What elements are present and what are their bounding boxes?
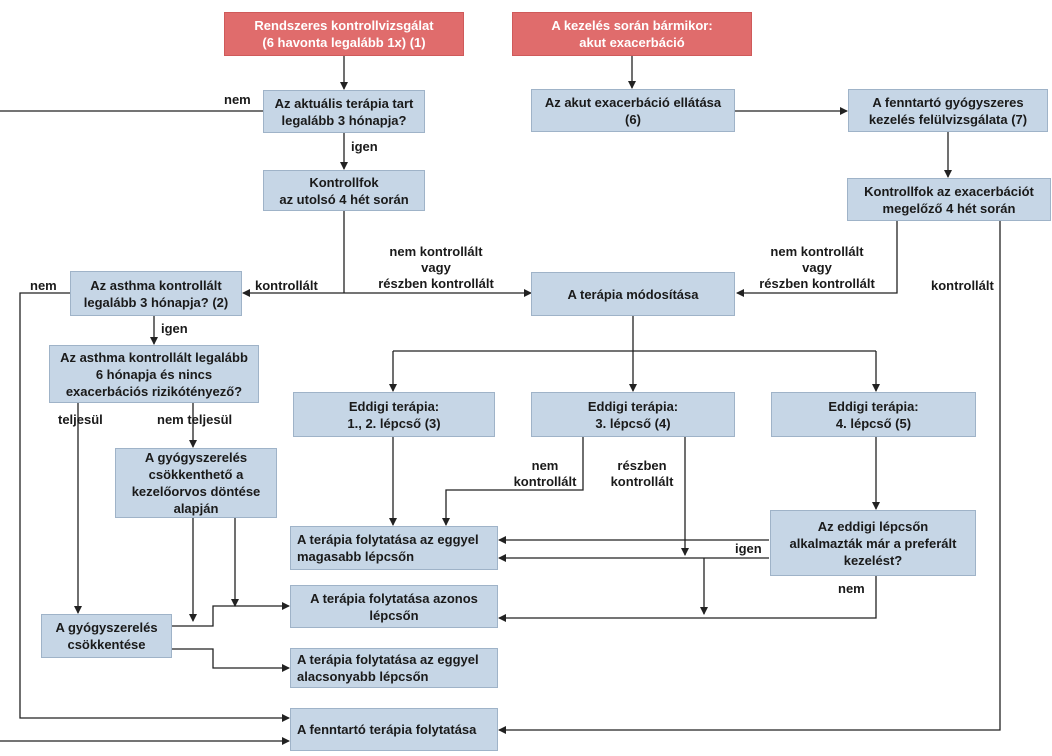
step-down-box: A terápia folytatása az eggyel alacsonya… (290, 648, 498, 688)
label-nem-teljesul: nem teljesül (157, 412, 233, 427)
arrow-reduce-to-same (172, 602, 290, 627)
label-nem-kontrollalt-3: nem kontrollált (513, 458, 577, 489)
label-nem-left: nem (30, 278, 57, 293)
label-teljesul: teljesül (58, 412, 103, 427)
step-up-box: A terápia folytatása az eggyel magasabb … (290, 526, 498, 570)
reduce-box: A gyógyszerelés csökkentése (41, 614, 172, 658)
arrow-nemkontrollalt-to-stepup (442, 437, 584, 526)
label-kontrollalt-2: kontrollált (931, 278, 994, 293)
therapy-3months-box: Az aktuális terápia tart legalább 3 hóna… (263, 90, 425, 133)
routine-check-box: Rendszeres kontrollvizsgálat (6 havonta … (224, 12, 464, 56)
preferred-used-box: Az eddigi lépcsőn alkalmazták már a pref… (770, 510, 976, 576)
label-igen-2: igen (161, 321, 188, 336)
arrow-reduce-to-stepdown (172, 648, 290, 672)
arrow-kontrollalt-to-maintenance (498, 221, 1001, 734)
reducible-box: A gyógyszerelés csökkenthető a kezelőorv… (115, 448, 277, 518)
control-4weeks-box: Kontrollfok az utolsó 4 hét során (263, 170, 425, 211)
maintenance-review-box: A fenntartó gyógyszeres kezelés felülviz… (848, 89, 1048, 132)
same-step-box: A terápia folytatása azonos lépcsőn (290, 585, 498, 628)
arrow-exac-to-modify (736, 221, 898, 297)
prev-step12-box: Eddigi terápia: 1., 2. lépcső (3) (293, 392, 495, 437)
arrow-nem-to-maintenance (19, 292, 290, 722)
label-igen-1: igen (351, 139, 378, 154)
label-kontrollalt-1: kontrollált (255, 278, 318, 293)
therapy-modify-box: A terápia módosítása (531, 272, 735, 316)
label-nem-kontrollalt-2: nem kontrollált vagy részben kontrollált (759, 244, 875, 291)
maintenance-continue-box: A fenntartó terápia folytatása (290, 708, 498, 751)
prev-step3-box: Eddigi terápia: 3. lépcső (4) (531, 392, 735, 437)
asthma-controlled-3m-box: Az asthma kontrollált legalább 3 hónapja… (70, 271, 242, 316)
label-igen-3: igen (735, 541, 762, 556)
control-before-exac-box: Kontrollfok az exacerbációt megelőző 4 h… (847, 178, 1051, 221)
acute-care-box: Az akut exacerbáció ellátása (6) (531, 89, 735, 132)
arrow-nem-to-same (498, 576, 877, 622)
label-reszben-kontrollalt: részben kontrollált (610, 458, 674, 489)
prev-step4-box: Eddigi terápia: 4. lépcső (5) (771, 392, 976, 437)
label-nem-bottom: nem (838, 581, 865, 596)
label-nem-kontrollalt-1: nem kontrollált vagy részben kontrollált (378, 244, 494, 291)
label-nem-top: nem (224, 92, 251, 107)
asthma-controlled-6m-box: Az asthma kontrollált legalább 6 hónapja… (49, 345, 259, 403)
acute-anytime-box: A kezelés során bármikor: akut exacerbác… (512, 12, 752, 56)
